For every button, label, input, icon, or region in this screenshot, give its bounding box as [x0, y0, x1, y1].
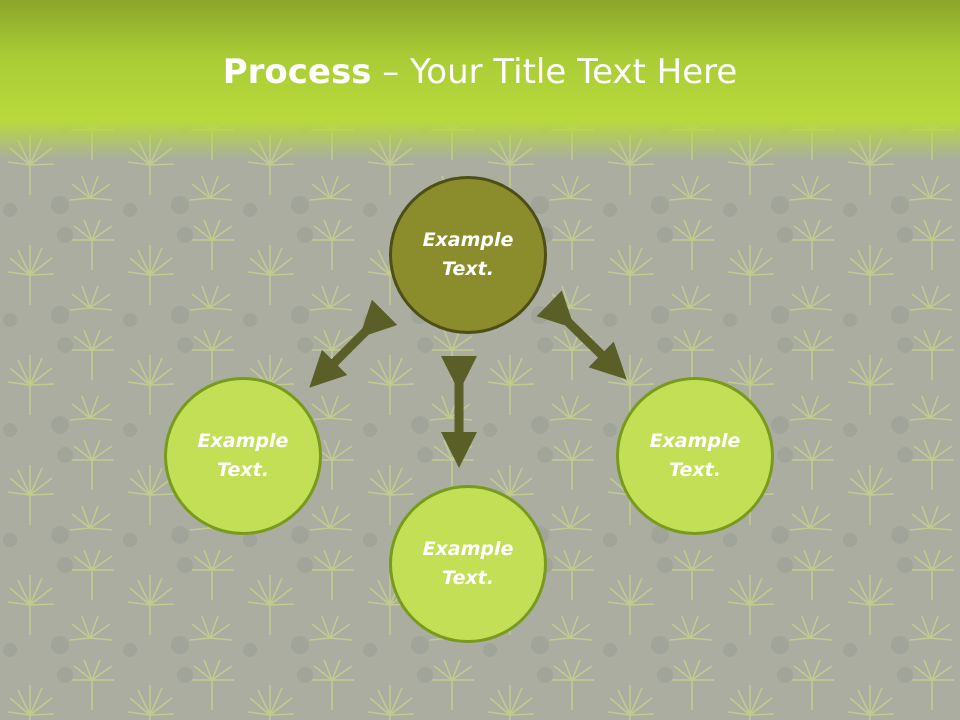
- node-right-label: Example Text.: [649, 430, 741, 481]
- node-bottom-label: Example Text.: [422, 538, 514, 589]
- node-left-label: Example Text.: [197, 430, 289, 481]
- arrow-center-right: [536, 290, 627, 380]
- node-center-label: Example Text.: [422, 229, 514, 280]
- arrow-center-left: [309, 299, 398, 388]
- title-bar: Process – Your Title Text Here: [0, 0, 960, 160]
- title-rest-text: – Your Title Text Here: [371, 52, 738, 92]
- node-left[interactable]: Example Text.: [164, 377, 322, 535]
- slide-title[interactable]: Process – Your Title Text Here: [0, 52, 960, 92]
- node-center[interactable]: Example Text.: [389, 176, 547, 334]
- node-bottom[interactable]: Example Text.: [389, 485, 547, 643]
- title-bold-word: Process: [222, 52, 372, 92]
- node-right[interactable]: Example Text.: [616, 377, 774, 535]
